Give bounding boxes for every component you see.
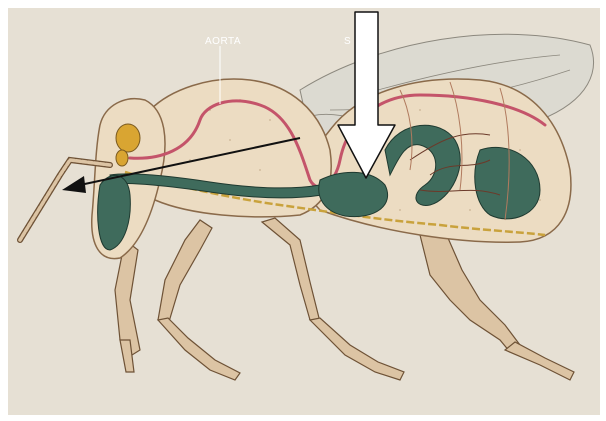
partial-label: S [344, 36, 351, 47]
aorta-label: AORTA [205, 36, 241, 47]
